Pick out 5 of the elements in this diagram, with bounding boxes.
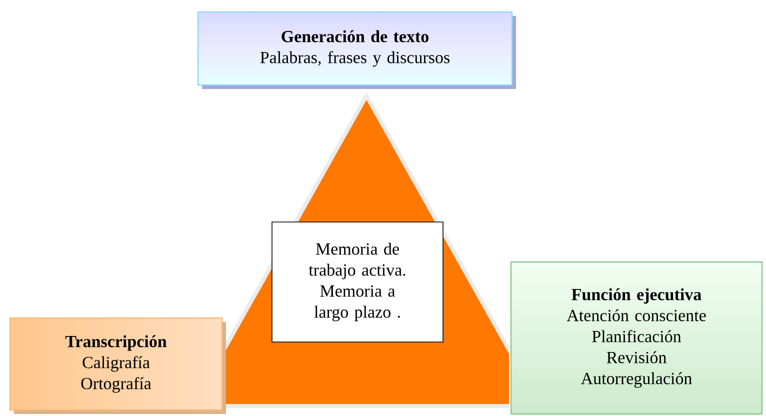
- text-box: Memoria de trabajo activa. Memoria a largo plazo .: [272, 222, 444, 342]
- triangle: [224, 92, 509, 408]
- text-box: Transcripción Caligrafía Ortografía: [9, 317, 226, 414]
- text-box: Generación de texto Palabras, frases y discursos: [197, 11, 516, 89]
- text-box: Función ejecutiva Atención consciente Planificación Revisión Autorregulación: [510, 261, 763, 415]
